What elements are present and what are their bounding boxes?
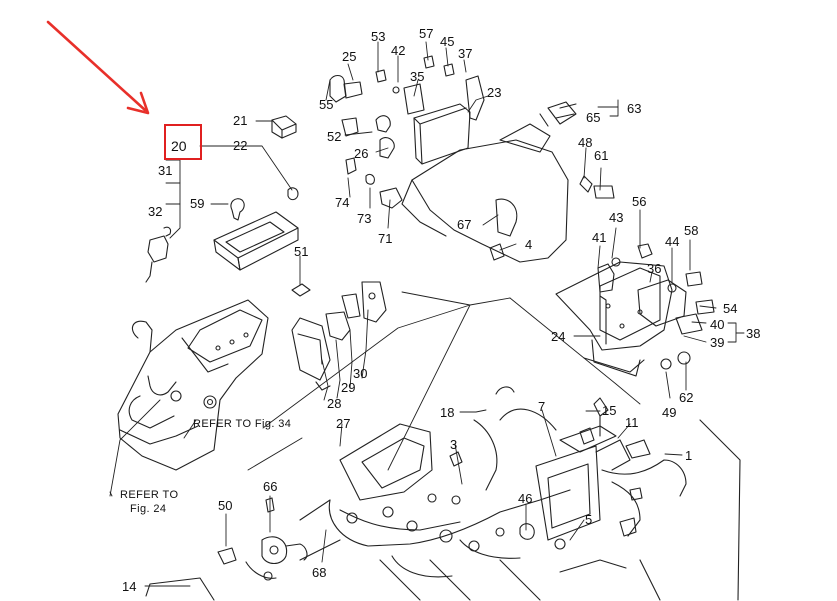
pointer-arrow-icon (46, 20, 150, 115)
part-label-41[interactable]: 41 (592, 230, 607, 245)
part-label-65[interactable]: 65 (586, 110, 601, 125)
part-label-59[interactable]: 59 (190, 196, 205, 211)
part-label-74[interactable]: 74 (335, 195, 350, 210)
part-label-3[interactable]: 3 (450, 437, 458, 452)
part-label-51[interactable]: 51 (294, 244, 309, 259)
part-label-42[interactable]: 42 (391, 43, 406, 58)
leader-lines (109, 41, 745, 587)
part-label-62[interactable]: 62 (679, 390, 694, 405)
part-label-50[interactable]: 50 (218, 498, 233, 513)
part-label-57[interactable]: 57 (419, 26, 434, 41)
section-divider-lines (109, 291, 641, 497)
seat-panel-assembly (117, 299, 269, 471)
part-label-58[interactable]: 58 (684, 223, 699, 238)
refer-to-fig34-note: REFER TO Fig. 34 (193, 418, 292, 430)
part-label-61[interactable]: 61 (594, 148, 609, 163)
refer-to-fig24-note-line2: Fig. 24 (130, 503, 167, 515)
part-label-31[interactable]: 31 (158, 163, 173, 178)
part-label-30[interactable]: 30 (353, 366, 368, 381)
part-label-4[interactable]: 4 (525, 237, 533, 252)
part-label-5[interactable]: 5 (585, 512, 593, 527)
part-label-49[interactable]: 49 (662, 405, 677, 420)
part-label-32[interactable]: 32 (148, 204, 163, 219)
part-label-48[interactable]: 48 (578, 135, 593, 150)
part-label-25[interactable]: 25 (342, 49, 357, 64)
steering-column-assembly (329, 55, 615, 263)
part-label-40[interactable]: 40 (710, 317, 725, 332)
wiring-harness-assembly (299, 386, 741, 601)
part-label-35[interactable]: 35 (410, 69, 425, 84)
part-label-27[interactable]: 27 (336, 416, 351, 431)
part-label-37[interactable]: 37 (458, 46, 473, 61)
part-label-44[interactable]: 44 (665, 234, 680, 249)
part-label-20[interactable]: 20 (171, 138, 187, 154)
meter-panel-group (145, 115, 299, 283)
horn-and-bolts (145, 497, 308, 601)
part-label-11[interactable]: 11 (625, 415, 639, 430)
part-label-29[interactable]: 29 (341, 380, 356, 395)
part-label-66[interactable]: 66 (263, 479, 278, 494)
part-label-14[interactable]: 14 (122, 579, 137, 594)
part-label-36[interactable]: 36 (647, 261, 662, 276)
highlight-frame (164, 124, 202, 160)
part-label-28[interactable]: 28 (327, 396, 342, 411)
part-label-21[interactable]: 21 (233, 113, 248, 128)
part-label-1[interactable]: 1 (685, 448, 693, 463)
part-label-15[interactable]: 15 (602, 403, 617, 418)
part-label-52[interactable]: 52 (327, 129, 342, 144)
part-label-54[interactable]: 54 (723, 301, 738, 316)
part-label-38[interactable]: 38 (746, 326, 761, 341)
part-label-63[interactable]: 63 (627, 101, 642, 116)
part-label-45[interactable]: 45 (440, 34, 455, 49)
part-label-71[interactable]: 71 (378, 231, 393, 246)
part-label-53[interactable]: 53 (371, 29, 386, 44)
part-label-73[interactable]: 73 (357, 211, 372, 226)
refer-to-fig24-note-line1: REFER TO (120, 489, 179, 501)
part-label-39[interactable]: 39 (710, 335, 725, 350)
part-label-46[interactable]: 46 (518, 491, 533, 506)
part-label-23[interactable]: 23 (487, 85, 502, 100)
part-label-67[interactable]: 67 (457, 217, 472, 232)
bracket-parts (291, 281, 387, 391)
part-label-24[interactable]: 24 (551, 329, 566, 344)
part-label-55[interactable]: 55 (319, 97, 334, 112)
part-label-68[interactable]: 68 (312, 565, 327, 580)
part-label-7[interactable]: 7 (538, 399, 546, 414)
part-label-56[interactable]: 56 (632, 194, 647, 209)
part-label-43[interactable]: 43 (609, 210, 624, 225)
fuse-panel-assembly (555, 243, 715, 377)
part-label-26[interactable]: 26 (354, 146, 369, 161)
part-label-22[interactable]: 22 (233, 138, 248, 153)
part-label-18[interactable]: 18 (440, 405, 455, 420)
